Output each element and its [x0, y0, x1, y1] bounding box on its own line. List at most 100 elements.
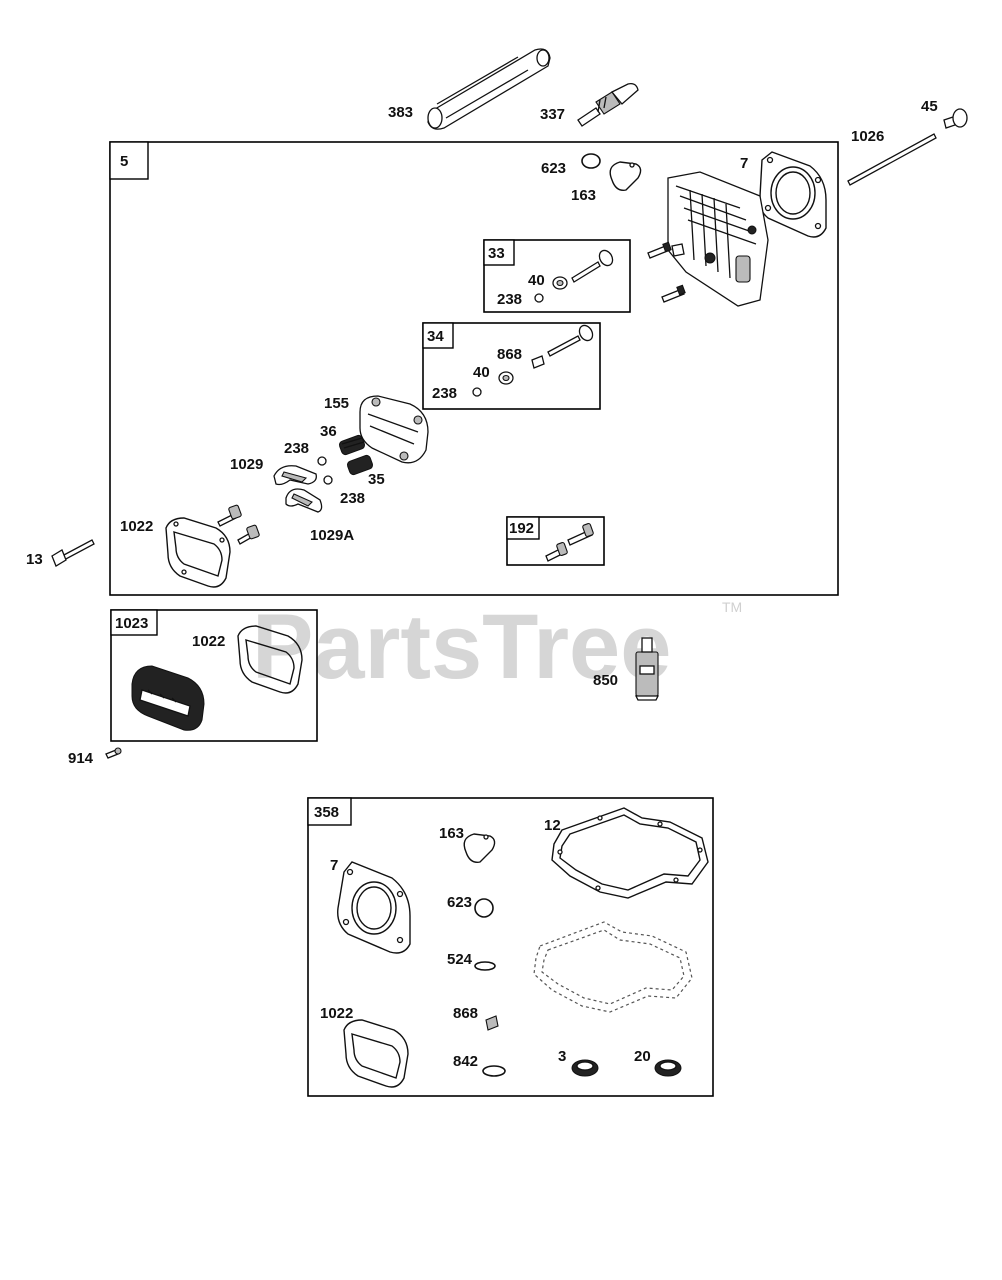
group-34-tag: [422, 322, 454, 349]
part-1022-cover-gasket-b[interactable]: [237, 625, 303, 694]
callout-1022-a: 1022: [120, 518, 153, 535]
part-842-o-ring-kit[interactable]: [482, 1065, 506, 1077]
part-868-cap[interactable]: [531, 355, 545, 369]
callout-40-a: 40: [528, 272, 545, 289]
part-238-retainer-a[interactable]: [534, 293, 544, 303]
part-155-rocker-base[interactable]: [359, 395, 429, 464]
group-5-box: [109, 141, 839, 596]
part-192-stud-set[interactable]: [545, 523, 594, 562]
part-337-spark-plug[interactable]: [577, 82, 639, 127]
callout-238-c: 238: [284, 440, 309, 457]
part-1029-rocker-arm[interactable]: [273, 465, 317, 486]
callout-35: 35: [368, 471, 385, 488]
part-13-bolt[interactable]: [51, 539, 95, 567]
callout-850: 850: [593, 672, 618, 689]
part-40-valve-seal-a[interactable]: [552, 276, 568, 290]
partstree-watermark: PartsTree TM: [252, 596, 742, 698]
callout-914: 914: [68, 750, 94, 767]
rocker-stud-lower[interactable]: [237, 524, 260, 545]
group-33-label: 33: [488, 245, 505, 262]
part-45-breather[interactable]: [943, 108, 968, 129]
part-20-oil-seal[interactable]: [654, 1059, 682, 1077]
part-40-valve-seal-b[interactable]: [498, 371, 514, 385]
part-36-valve-spring[interactable]: [338, 434, 366, 456]
callout-238-a: 238: [497, 291, 522, 308]
part-850-sealant-tube[interactable]: [634, 637, 660, 701]
part-163-gasket[interactable]: [609, 161, 642, 191]
group-33-box: [483, 239, 631, 313]
callout-383: 383: [388, 104, 413, 121]
callout-1026: 1026: [851, 128, 884, 145]
head-stud-upper[interactable]: [647, 241, 672, 259]
part-12-crankcase-gasket[interactable]: [551, 807, 709, 899]
part-3-oil-seal[interactable]: [571, 1059, 599, 1077]
callout-238-d: 238: [340, 490, 365, 507]
group-192-box: [506, 516, 605, 566]
group-1023-label: 1023: [115, 615, 148, 632]
part-34-intake-valve[interactable]: [547, 323, 595, 357]
part-7-head-gasket-kit[interactable]: [337, 861, 411, 954]
part-7-head-gasket[interactable]: [758, 151, 827, 238]
callout-1029: 1029: [230, 456, 263, 473]
group-34-box: [422, 322, 601, 410]
callout-238-b: 238: [432, 385, 457, 402]
callout-842-kit: 842: [453, 1053, 478, 1070]
rocker-stud-upper[interactable]: [217, 504, 242, 527]
callout-163-top: 163: [571, 187, 596, 204]
part-1022-cover-gasket-a[interactable]: [165, 517, 231, 588]
part-163-gasket-kit[interactable]: [463, 833, 496, 863]
part-1022-cover-gasket-kit[interactable]: [343, 1019, 409, 1088]
group-192-label: 192: [509, 520, 534, 537]
callout-1022-kit: 1022: [320, 1005, 353, 1022]
group-1023-box: [110, 609, 318, 742]
callout-12-kit: 12: [544, 817, 561, 834]
alt-crankcase-gasket: [533, 921, 693, 1013]
group-1023-tag: [110, 609, 158, 636]
callout-623-kit: 623: [447, 894, 472, 911]
part-1026-pushrod[interactable]: [847, 133, 937, 186]
part-383-tool[interactable]: [427, 48, 551, 130]
group-358-label: 358: [314, 804, 339, 821]
callout-1029A: 1029A: [310, 527, 354, 544]
watermark-text: PartsTree: [252, 596, 671, 698]
part-238-retainer-b[interactable]: [472, 387, 482, 397]
head-stud-lower[interactable]: [661, 284, 686, 303]
part-238-retainer-c[interactable]: [317, 456, 327, 466]
callout-40-b: 40: [473, 364, 490, 381]
part-623-o-ring[interactable]: [581, 153, 601, 169]
part-1029A-rocker-arm[interactable]: [285, 488, 323, 513]
callout-868-kit: 868: [453, 1005, 478, 1022]
callout-337: 337: [540, 106, 565, 123]
group-358-box: [307, 797, 714, 1097]
callout-45: 45: [921, 98, 938, 115]
callout-7-kit: 7: [330, 857, 338, 874]
part-238-retainer-d[interactable]: [323, 475, 333, 485]
callout-155: 155: [324, 395, 349, 412]
part-868-cap-kit[interactable]: [485, 1015, 499, 1031]
group-358-tag: [307, 797, 352, 826]
part-33-exhaust-valve[interactable]: [571, 248, 615, 283]
part-524-o-ring-kit[interactable]: [474, 961, 496, 971]
group-33-tag: [483, 239, 515, 266]
callout-1022-b: 1022: [192, 633, 225, 650]
cylinder-head-assembly[interactable]: [667, 171, 769, 307]
group-34-label: 34: [427, 328, 444, 345]
callout-868-a: 868: [497, 346, 522, 363]
group-5-label: 5: [120, 153, 128, 170]
callout-36: 36: [320, 423, 337, 440]
part-1023-rocker-cover[interactable]: [131, 665, 205, 731]
part-35-valve-spring[interactable]: [346, 454, 374, 476]
part-914-screw[interactable]: [105, 747, 122, 759]
group-192-tag: [506, 516, 540, 540]
watermark-tm: TM: [722, 599, 742, 615]
group-5-tag: [109, 141, 149, 180]
part-623-o-ring-kit[interactable]: [474, 898, 494, 918]
callout-20-kit: 20: [634, 1048, 651, 1065]
callout-163-kit: 163: [439, 825, 464, 842]
callout-524-kit: 524: [447, 951, 473, 968]
callout-7-top: 7: [740, 155, 748, 172]
callout-3-kit: 3: [558, 1048, 566, 1065]
callout-623-top: 623: [541, 160, 566, 177]
callout-13: 13: [26, 551, 43, 568]
